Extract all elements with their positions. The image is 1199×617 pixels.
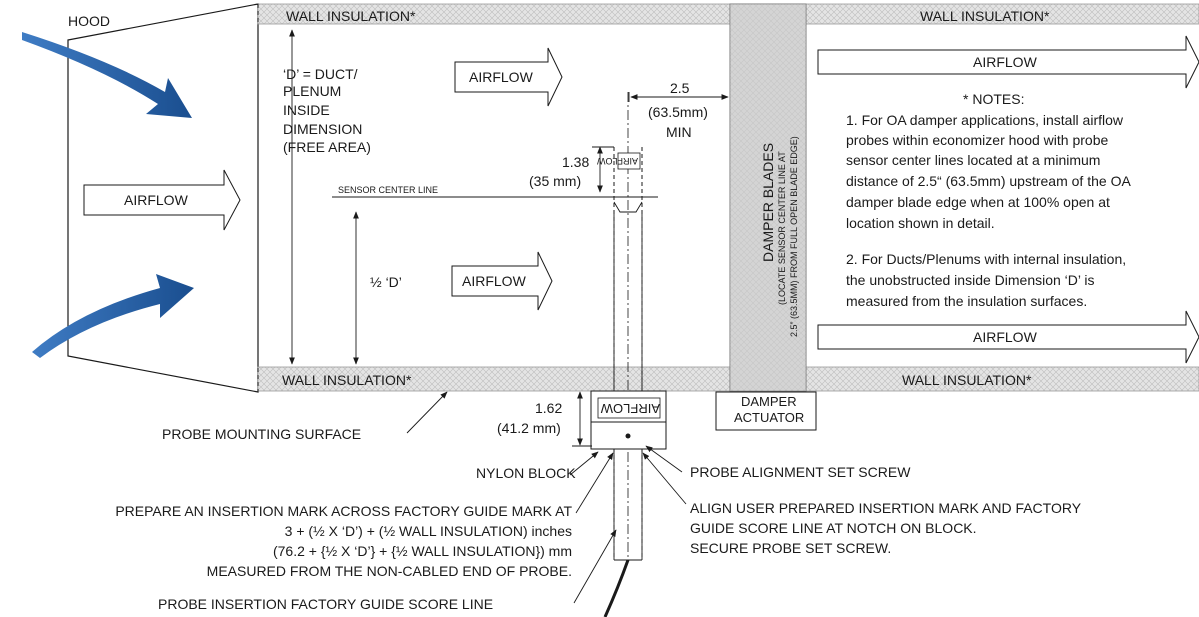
dim-25-label: 2.5 (63.5mm) MIN [648,80,708,140]
hood-label: HOOD [68,13,110,29]
nylon-block-label: NYLON BLOCK [476,465,576,481]
dim-162-label: 1.62 (41.2 mm) [497,400,562,436]
airflow-arrow-hood: AIRFLOW [83,169,241,231]
svg-text:location shown in detail.: location shown in detail. [846,215,995,231]
svg-text:AIRFLOW: AIRFLOW [462,273,527,289]
wall-insulation-bottom-right [805,366,1199,392]
svg-text:1. For OA damper applications,: 1. For OA damper applications, install a… [846,112,1124,128]
svg-text:(35 mm): (35 mm) [529,173,581,189]
svg-text:* NOTES:: * NOTES: [963,91,1024,107]
svg-text:probes within economizer hood: probes within economizer hood with probe [846,132,1108,148]
svg-text:PLENUM: PLENUM [283,83,341,99]
svg-text:SECURE PROBE SET SCREW.: SECURE PROBE SET SCREW. [690,540,891,556]
svg-text:1.38: 1.38 [562,154,589,170]
hood-outline [67,3,259,393]
curved-arrow-bottom-icon [32,274,194,358]
svg-text:MIN: MIN [666,124,692,140]
svg-text:GUIDE SCORE LINE AT NOTCH ON B: GUIDE SCORE LINE AT NOTCH ON BLOCK. [690,520,977,536]
svg-text:2.5” (63.5MM) FROM FULL OPEN B: 2.5” (63.5MM) FROM FULL OPEN BLADE EDGE) [789,136,799,337]
svg-text:(41.2 mm): (41.2 mm) [497,420,561,436]
half-d-label: ½ ‘D’ [370,274,402,290]
factory-guide-score-line-label: PROBE INSERTION FACTORY GUIDE SCORE LINE [158,596,493,612]
curved-arrow-top-icon [22,32,192,118]
svg-text:distance of 2.5“ (63.5mm) upst: distance of 2.5“ (63.5mm) upstream of th… [846,173,1131,189]
probe-alignment-set-screw-label: PROBE ALIGNMENT SET SCREW [690,464,911,480]
prepare-insertion-mark-label: PREPARE AN INSERTION MARK ACROSS FACTORY… [115,503,572,579]
wall-insulation-label-top-right: WALL INSULATION* [920,8,1050,24]
nylon-block: AIRFLOW [590,390,667,450]
svg-text:ALIGN USER PREPARED INSERTION: ALIGN USER PREPARED INSERTION MARK AND F… [690,500,1082,516]
wall-insulation-label-bottom-left: WALL INSULATION* [282,372,412,388]
svg-text:AIRFLOW: AIRFLOW [973,329,1038,345]
svg-text:3 + (½ X ‘D’) + (½ WALL INSULA: 3 + (½ X ‘D’) + (½ WALL INSULATION) inch… [285,523,572,539]
svg-text:DIMENSION: DIMENSION [283,121,362,137]
svg-text:the unobstructed inside Dimens: the unobstructed inside Dimension ‘D’ is [846,272,1095,288]
svg-text:2.5: 2.5 [670,80,690,96]
dim-138-label: 1.38 (35 mm) [529,154,589,189]
svg-text:(76.2 + {½ X ‘D’} + {½ WALL IN: (76.2 + {½ X ‘D’} + {½ WALL INSULATION})… [273,543,572,559]
svg-text:measured from the insulation: measured from the insulation surfaces. [846,293,1087,309]
align-insertion-mark-label: ALIGN USER PREPARED INSERTION MARK AND F… [690,500,1082,556]
svg-text:AIRFLOW: AIRFLOW [973,54,1038,70]
svg-text:2. For Ducts/Plenums with inte: 2. For Ducts/Plenums with internal insul… [846,251,1126,267]
svg-text:AIRFLOW: AIRFLOW [469,69,534,85]
airflow-arrow-duct-mid: AIRFLOW [451,251,553,311]
svg-text:damper blade edge when at 100%: damper blade edge when at 100% open at [846,194,1110,210]
svg-text:sensor center lines located at: sensor center lines located at a minimum [846,152,1100,168]
svg-text:DAMPER BLADES: DAMPER BLADES [760,143,776,262]
wall-insulation-label-bottom-right: WALL INSULATION* [902,372,1032,388]
svg-text:AIRFLOW: AIRFLOW [596,156,638,166]
svg-text:‘D’ = DUCT/: ‘D’ = DUCT/ [283,66,358,82]
svg-text:PREPARE AN INSERTION MARK ACRO: PREPARE AN INSERTION MARK ACROSS FACTORY… [115,503,572,519]
svg-text:(FREE AREA): (FREE AREA) [283,139,371,155]
svg-text:MEASURED FROM THE NON-CABLED E: MEASURED FROM THE NON-CABLED END OF PROB… [207,563,572,579]
airflow-probe: AIRFLOW [596,92,643,617]
svg-text:AIRFLOW: AIRFLOW [600,401,660,416]
svg-text:(63.5mm): (63.5mm) [648,104,708,120]
damper-actuator [715,391,817,431]
notes-block: * NOTES: 1. For OA damper applications, … [846,91,1131,309]
damper-blades-label: DAMPER BLADES (LOCATE SENSOR CENTER LINE… [760,136,799,337]
svg-text:1.62: 1.62 [535,400,562,416]
svg-text:ACTUATOR: ACTUATOR [734,410,804,425]
airflow-arrow-duct-top: AIRFLOW [454,47,563,107]
svg-text:AIRFLOW: AIRFLOW [124,192,189,208]
airflow-arrow-right-top: AIRFLOW [817,35,1199,89]
svg-text:DAMPER: DAMPER [741,394,797,409]
wall-insulation-label-top-left: WALL INSULATION* [286,8,416,24]
probe-mounting-surface-label: PROBE MOUNTING SURFACE [162,426,361,442]
svg-text:(LOCATE SENSOR CENTER LINE AT: (LOCATE SENSOR CENTER LINE AT [777,151,787,305]
svg-text:INSIDE: INSIDE [283,102,330,118]
sensor-center-line-label: SENSOR CENTER LINE [338,185,438,195]
damper-actuator-label: DAMPER ACTUATOR [734,394,804,425]
airflow-arrow-right-bottom: AIRFLOW [817,310,1199,364]
duct-dimension-label: ‘D’ = DUCT/ PLENUM INSIDE DIMENSION (FRE… [283,66,371,155]
